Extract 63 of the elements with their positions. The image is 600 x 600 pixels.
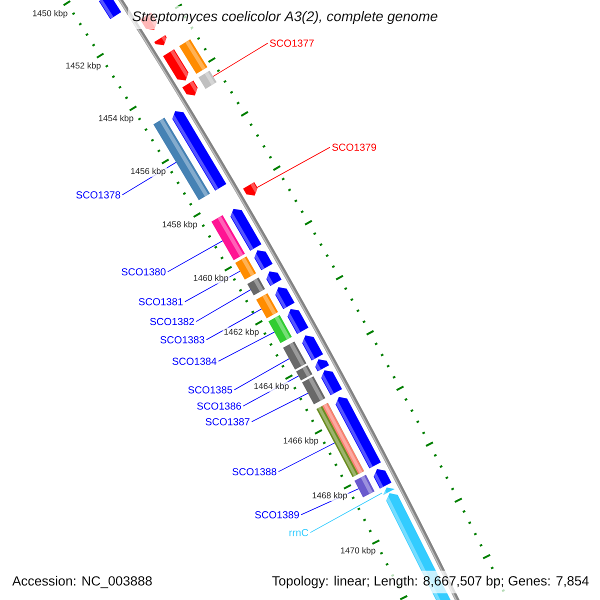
gene-label: SCO1382	[150, 318, 194, 326]
gene-bar	[354, 474, 375, 498]
position-label: 1468 kbp	[311, 491, 348, 502]
gene-label: SCO1389	[255, 511, 299, 518]
leader-line	[278, 442, 335, 472]
gene-bar	[283, 341, 306, 370]
leader-line	[256, 146, 330, 188]
gene-block	[182, 80, 198, 96]
footer-text: Accession: NC_003888	[12, 576, 152, 588]
position-label: 1464 kbp	[252, 382, 290, 392]
gene-label: SCO1381	[138, 298, 183, 306]
leader-line	[212, 42, 268, 77]
gene-block	[321, 370, 342, 396]
position-label: 1470 kbp	[339, 546, 377, 556]
map-title: Streptomyces coelicolor A3(2), complete genome	[128, 6, 442, 30]
gene-label: SCO1379	[332, 144, 376, 151]
gene-block	[336, 396, 381, 468]
leader-line	[234, 358, 290, 390]
gene-bar	[302, 376, 326, 404]
position-label: 1456 kbp	[129, 166, 167, 177]
position-label: 1450 kbp	[31, 8, 69, 19]
position-label: 1452 kbp	[64, 61, 102, 72]
gene-label: SCO1387	[206, 418, 250, 426]
position-label: 1454 kbp	[97, 114, 135, 124]
leader-line	[251, 392, 308, 422]
leader-line	[310, 492, 383, 533]
gene-bar	[247, 278, 266, 296]
gene-block	[172, 111, 226, 191]
leader-line	[218, 332, 275, 362]
leader-line	[167, 240, 223, 272]
gene-label: SCO1386	[197, 402, 242, 410]
gene-label: SCO1384	[172, 358, 216, 365]
gene-block	[154, 35, 167, 46]
position-label: 1466 kbp	[282, 436, 320, 446]
gene-label: SCO1377	[270, 40, 314, 47]
gene-block	[374, 468, 392, 489]
leader-line	[196, 289, 251, 322]
gene-label: SCO1380	[122, 268, 166, 276]
gene-block	[302, 335, 324, 360]
gene-bar	[268, 315, 292, 344]
gene-bar	[98, 0, 122, 20]
gene-block	[243, 182, 258, 196]
gene-block	[266, 271, 282, 286]
gene-block	[288, 308, 308, 334]
gene-bar	[256, 293, 278, 318]
gene-bar	[235, 256, 256, 280]
gene-bar	[296, 365, 312, 380]
position-label: 1462 kbp	[222, 328, 260, 338]
gene-block	[315, 359, 330, 372]
gene-bar	[179, 39, 208, 74]
gene-block	[230, 208, 262, 251]
gene-label: rrnC	[289, 528, 308, 536]
gene-label: SCO1385	[188, 386, 232, 394]
position-label: 1458 kbp	[161, 220, 198, 230]
gene-block	[275, 287, 295, 310]
position-label: 1460 kbp	[192, 274, 230, 284]
gene-label: SCO1383	[160, 336, 204, 344]
footer-text: Topology: linear; Length: 8,667,507 bp; Genes: 7,854	[268, 570, 592, 594]
gene-bar	[198, 70, 217, 89]
gene-label: SCO1378	[76, 191, 120, 198]
leader-line	[206, 308, 262, 340]
gene-label: SCO1388	[232, 468, 276, 476]
gene-block	[254, 250, 273, 270]
